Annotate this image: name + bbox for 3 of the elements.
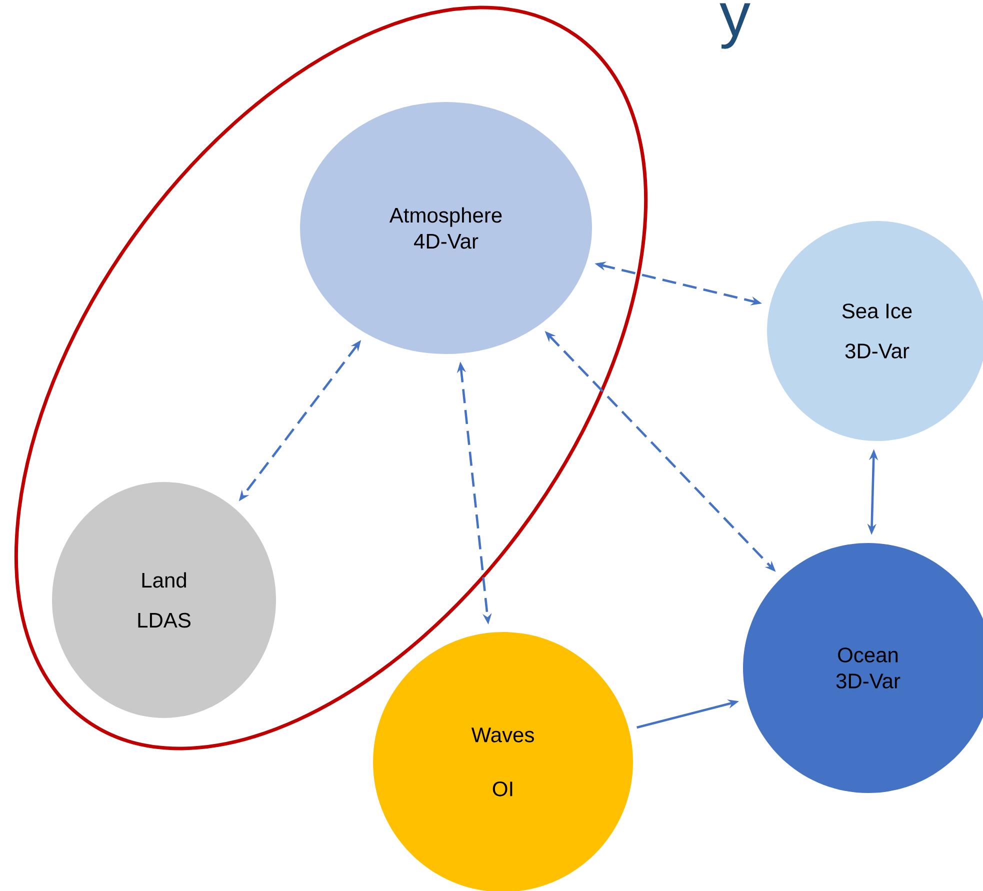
circle-node: Atmosphere 4D-Var <box>300 102 592 354</box>
title-fragment: y <box>720 3 750 49</box>
circle-node: Land LDAS <box>52 482 276 718</box>
